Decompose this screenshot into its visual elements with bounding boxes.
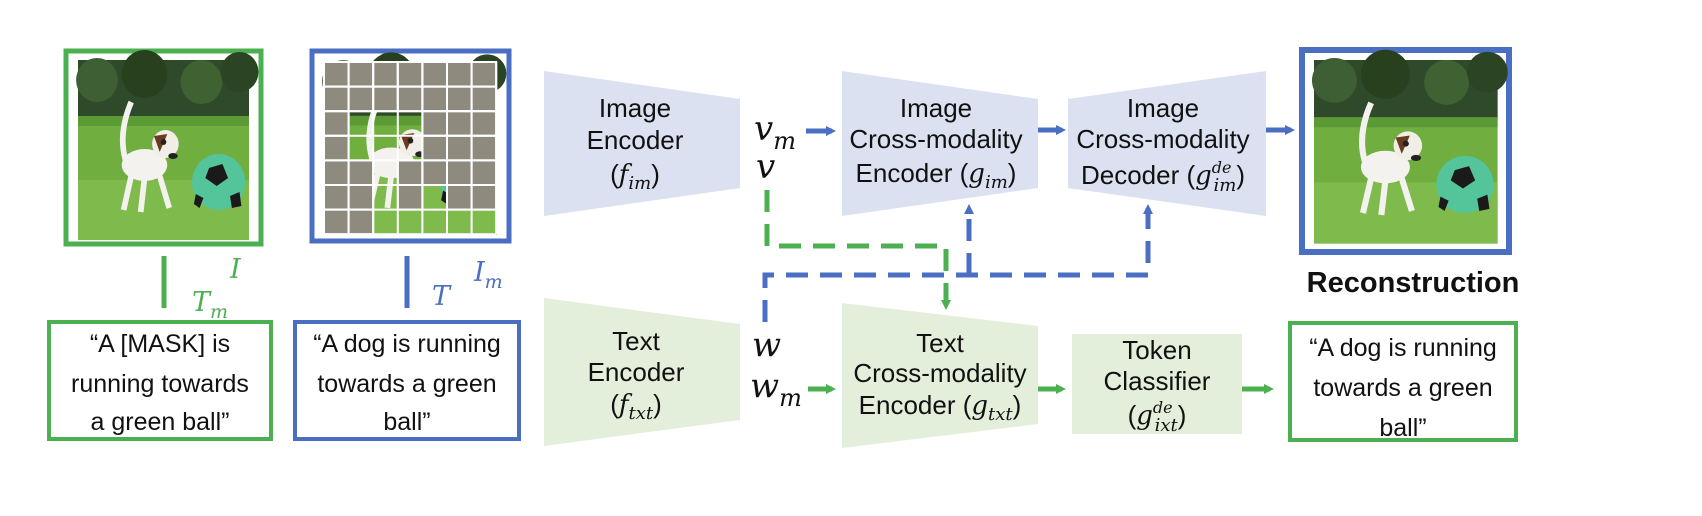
image-encoder-line-2: Encoder [587,125,684,155]
mask-patch [396,159,424,186]
text-label-T: T [432,281,452,312]
token-classifier-block [1072,334,1242,434]
mask-patch [347,208,375,236]
mask-patch [446,85,473,113]
full-caption-line-1: “A dog is running [313,330,501,358]
output-caption-line-1: “A dog is running [1309,334,1497,362]
text-cross-encoder-block [842,303,1038,448]
mask-patch [470,184,498,211]
text-label-Tm: Tm [192,287,228,323]
text-encoder-block [544,298,740,446]
masked-caption-line-3: a green ball” [91,408,230,436]
mask-patch [323,134,350,162]
mask-patch [347,85,375,113]
output-caption-line-3: ball” [1379,414,1426,442]
mask-patch [323,159,350,186]
mask-patch [470,134,498,162]
token-classifier-line-1: Token [1122,335,1191,365]
text-encoder-line-1: Text [612,326,660,356]
text-encoder-line-2: Encoder [588,357,685,387]
mask-patch [323,85,350,113]
image-label-Im: Im [473,257,503,293]
mask-patch [470,85,498,113]
reconstruction-label: Reconstruction [1307,267,1520,299]
mask-patch [347,159,375,186]
feature-v: v [756,147,775,187]
full-caption-line-3: ball” [383,408,430,436]
mask-patch [396,61,424,88]
image-cross-decoder-line-2: Cross-modality [1076,124,1249,154]
feature-v-m: vm [754,109,796,155]
mask-patch [396,85,424,113]
mask-patch [421,110,448,137]
mask-patch [421,85,448,113]
mask-patch [421,134,448,162]
full-caption-line-2: towards a green [317,370,496,398]
mask-patch [421,61,448,88]
mask-patch [446,184,473,211]
mask-patch-grid [323,61,498,236]
mask-patch [396,184,424,211]
image-encoder-line-1: Image [599,93,671,123]
mask-patch [446,61,473,88]
image-encoder-block [544,71,740,216]
mask-patch [421,159,448,186]
image-cross-decoder-line-1: Image [1127,93,1199,123]
mask-patch [372,85,399,113]
image-cross-encoder-line-2: Cross-modality [849,124,1022,154]
output-caption-line-2: towards a green [1313,374,1492,402]
full-caption-box [293,320,521,441]
masked-caption-box [47,320,273,441]
mask-patch [446,110,473,137]
masked-caption-line-1: “A [MASK] is [90,330,230,358]
mask-patch [323,184,350,211]
output-caption-box [1288,321,1518,442]
mask-patch [470,110,498,137]
masked-caption-line-2: running towards [71,370,249,398]
mask-patch [372,61,399,88]
image-cross-decoder-block [1068,71,1266,216]
reconstructed-image-frame [1299,47,1512,255]
dashed-w-to-image-cross-decoder [762,204,1153,322]
masked-image-frame [309,48,512,244]
mask-patch [347,184,375,211]
mask-patch [470,159,498,186]
image-cross-encoder-fn: Encoder (gim) [856,158,1017,193]
mask-patch [470,61,498,88]
original-image-frame [63,48,264,247]
text-cross-encoder-line-2: Cross-modality [853,358,1026,388]
dashed-v-to-text-cross-encoder [764,190,951,310]
mask-patch [323,110,350,137]
feature-w: w [752,325,781,365]
token-classifier-line-2: Classifier [1104,366,1211,396]
image-cross-encoder-block [842,71,1038,216]
text-cross-encoder-fn: Encoder (gtxt) [859,390,1022,425]
mask-patch [446,159,473,186]
feature-w-m: wm [750,366,802,412]
image-cross-encoder-line-1: Image [900,93,972,123]
mask-patch [323,208,350,236]
image-label-I: I [229,254,242,285]
mask-patch [446,134,473,162]
mask-patch [347,61,375,88]
dog-with-soccer-ball-photo [76,50,258,240]
reconstructed-dog-photo [1312,50,1508,244]
text-cross-encoder-line-1: Text [916,328,964,358]
mask-patch [323,61,350,88]
